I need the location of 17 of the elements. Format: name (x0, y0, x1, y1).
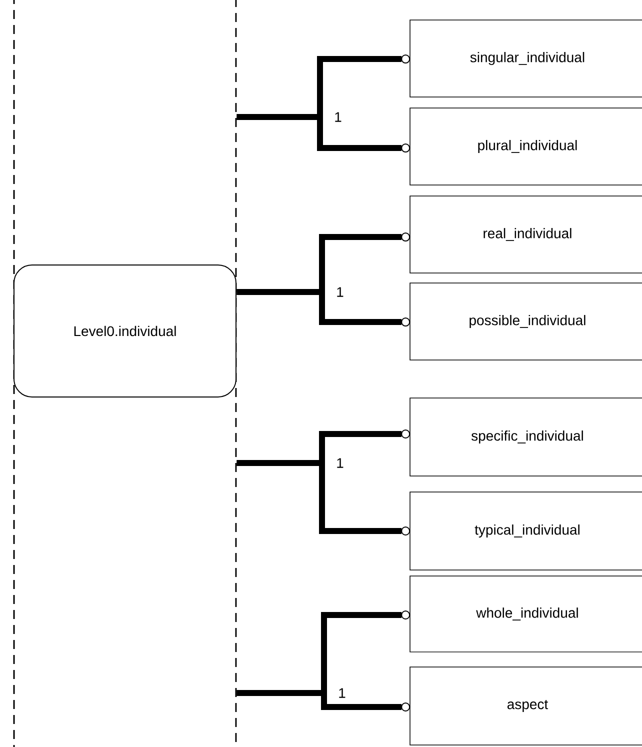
edge-label: 1 (333, 111, 343, 123)
edge-label: 1 (335, 457, 345, 469)
edge-label: 1 (335, 286, 345, 298)
class-box: singular_individual (410, 20, 642, 98)
class-box: aspect (410, 666, 642, 746)
class-box: typical_individual (410, 492, 642, 570)
connector (236, 460, 410, 536)
class-box: real_individual (410, 196, 642, 274)
connector (236, 289, 410, 326)
class-box: possible_individual (410, 282, 642, 360)
connector (236, 690, 410, 712)
class-box: specific_individual (410, 398, 642, 476)
class-box: whole_individual (410, 576, 642, 652)
class-box: plural_individual (410, 108, 642, 186)
rounded-box: Level0.individual (14, 264, 236, 398)
connector (236, 114, 410, 152)
edge-label: 1 (337, 687, 347, 699)
